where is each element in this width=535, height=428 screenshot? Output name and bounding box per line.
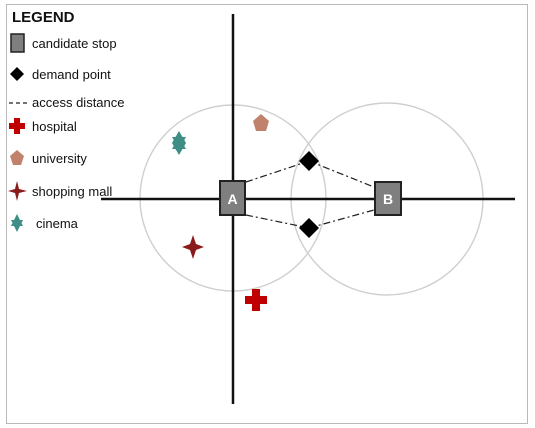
legend-item-access-distance: access distance [8, 92, 125, 112]
square-stop-icon [8, 33, 32, 53]
six-point-star-icon [8, 213, 32, 233]
candidate-stop-b: B [374, 181, 402, 216]
legend-item-shopping-mall: shopping mall [8, 181, 112, 201]
university-icon [253, 114, 269, 131]
cross-icon [8, 116, 32, 136]
diagram-frame [6, 4, 528, 424]
legend-item-cinema: cinema [8, 213, 78, 233]
legend-item-demand-point: demand point [8, 64, 111, 84]
demand-point-top [299, 151, 319, 171]
legend-title: LEGEND [12, 9, 75, 26]
stop-label-b: B [383, 191, 393, 207]
shopping-mall-icon [182, 235, 204, 259]
legend-label: shopping mall [32, 183, 113, 199]
four-point-star-icon [8, 181, 32, 201]
dashed-line-icon [8, 92, 32, 112]
pentagon-icon [8, 148, 32, 168]
candidate-stop-a: A [219, 180, 246, 216]
hospital-icon [245, 289, 267, 311]
legend-label: cinema [36, 215, 78, 231]
legend-label: hospital [32, 118, 77, 134]
legend-item-candidate-stop: candidate stop [8, 33, 117, 53]
access-distance-lines [245, 160, 375, 229]
cinema-icon [172, 131, 186, 155]
legend-label: demand point [32, 66, 111, 82]
diamond-icon [8, 64, 32, 84]
legend-label: university [32, 150, 87, 166]
legend-item-university: university [8, 148, 87, 168]
legend-label: candidate stop [32, 35, 117, 51]
demand-point-bottom [299, 218, 319, 238]
stop-label-a: A [227, 191, 237, 207]
legend-label: access distance [32, 94, 125, 110]
legend-item-hospital: hospital [8, 116, 77, 136]
